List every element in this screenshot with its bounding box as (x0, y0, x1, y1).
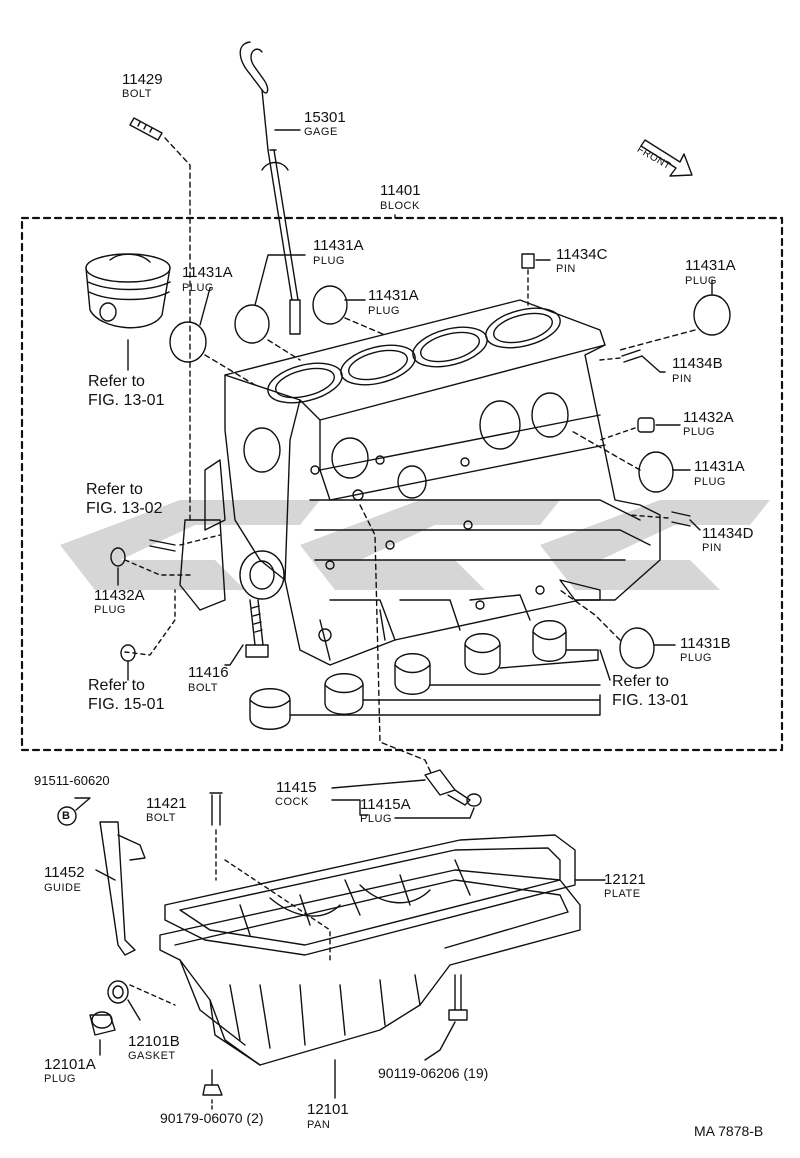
part-name-plug: PLUG (685, 275, 717, 287)
part-number-90179-06070: 90179-06070 (2) (160, 1110, 264, 1126)
part-name-plug: PLUG (694, 476, 726, 488)
part-name-plug: PLUG (683, 426, 715, 438)
plug-11432A-left (110, 547, 126, 567)
callout-b-circle (57, 806, 77, 826)
part-number-11421: 11421 (146, 795, 187, 812)
part-name-pin: PIN (702, 542, 722, 554)
bolt-11416 (245, 599, 269, 658)
part-number-11434D: 11434D (702, 525, 754, 542)
part-number-11452: 11452 (44, 864, 85, 881)
callout-b-letter: B (62, 810, 71, 822)
watermark-logo (60, 500, 770, 590)
refer-to-label: Refer to (88, 373, 145, 390)
part-number-12101B: 12101B (128, 1033, 180, 1050)
drain-cock-11415 (424, 769, 482, 807)
refer-fig-13-01: FIG. 13-01 (612, 692, 689, 709)
part-name-plug: PLUG (680, 652, 712, 664)
part-number-11431A: 11431A (685, 257, 736, 274)
part-name-gage: GAGE (304, 126, 338, 138)
part-name-guide: GUIDE (44, 882, 82, 894)
part-name-plug: PLUG (360, 813, 392, 825)
part-number-12101A: 12101A (44, 1056, 96, 1073)
stud-bolt-11429 (129, 117, 163, 141)
part-number-11431A: 11431A (182, 264, 233, 281)
part-name-cock: COCK (275, 796, 309, 808)
part-number-15301: 15301 (304, 109, 346, 126)
part-number-11431A: 11431A (313, 237, 364, 254)
refer-to-label: Refer to (88, 677, 145, 694)
drain-plug (89, 1011, 116, 1036)
refer-to-label: Refer to (612, 673, 669, 690)
leader-plug-a (199, 287, 211, 326)
baffle-plate (164, 834, 576, 956)
pan-bolt-90119 (448, 974, 468, 1021)
oil-pan (159, 869, 581, 1066)
part-number-11431A: 11431A (694, 458, 745, 475)
part-name-pin: PIN (556, 263, 576, 275)
part-name-pin: PIN (672, 373, 692, 385)
drain-gasket (107, 980, 129, 1004)
leader-plug-b (254, 254, 306, 306)
pin-11434C (521, 253, 535, 269)
piston-illustration (85, 253, 171, 329)
plug-left-lower (120, 644, 136, 662)
refer-fig-13-01: FIG. 13-01 (88, 392, 165, 409)
refer-fig-13-02: FIG. 13-02 (86, 500, 163, 517)
part-number-11431A: 11431A (368, 287, 419, 304)
part-name-block: BLOCK (380, 200, 420, 212)
part-number-12121: 12121 (604, 871, 646, 888)
part-number-11434B: 11434B (672, 355, 723, 372)
plug-discs (169, 285, 731, 669)
refer-to-label: Refer to (86, 481, 143, 498)
part-name-plug: PLUG (44, 1073, 76, 1085)
bolt-11421 (209, 792, 223, 826)
part-number-11432A: 11432A (94, 587, 145, 604)
dipstick-gage (239, 41, 301, 335)
part-name-bolt: BOLT (146, 812, 176, 824)
block-boundary (20, 216, 784, 752)
part-name-pan: PAN (307, 1119, 331, 1131)
part-number-11416: 11416 (188, 664, 229, 681)
part-number-11432A: 11432A (683, 409, 734, 426)
part-number-11401: 11401 (380, 182, 421, 199)
part-name-plate: PLATE (604, 888, 641, 900)
pin-left (149, 539, 176, 552)
part-number-11434C: 11434C (556, 246, 608, 263)
leader-bearings (289, 649, 601, 716)
document-code: MA 7878-B (694, 1123, 764, 1139)
part-name-bolt: BOLT (122, 88, 152, 100)
part-number-11415A: 11415A (360, 796, 411, 813)
part-name-plug: PLUG (368, 305, 400, 317)
part-number-90119-06206: 90119-06206 (19) (378, 1065, 489, 1081)
pan-bolt-90179 (202, 1069, 223, 1096)
dash-bolt-11429 (164, 137, 191, 521)
front-arrow (640, 139, 693, 177)
plug-11432A-right (637, 417, 655, 433)
part-number-12101: 12101 (307, 1101, 349, 1118)
part-number-11429: 11429 (122, 71, 163, 88)
part-name-gasket: GASKET (128, 1050, 176, 1062)
refer-fig-15-01: FIG. 15-01 (88, 696, 165, 713)
part-name-plug: PLUG (94, 604, 126, 616)
part-name-bolt: BOLT (188, 682, 218, 694)
part-name-plug: PLUG (313, 255, 345, 267)
part-number-11415: 11415 (276, 779, 317, 796)
part-number-11431B: 11431B (680, 635, 731, 652)
part-number-91511-60620: 91511-60620 (34, 773, 110, 788)
engine-block (179, 299, 661, 666)
part-name-plug: PLUG (182, 282, 214, 294)
dipstick-guide (99, 821, 146, 956)
